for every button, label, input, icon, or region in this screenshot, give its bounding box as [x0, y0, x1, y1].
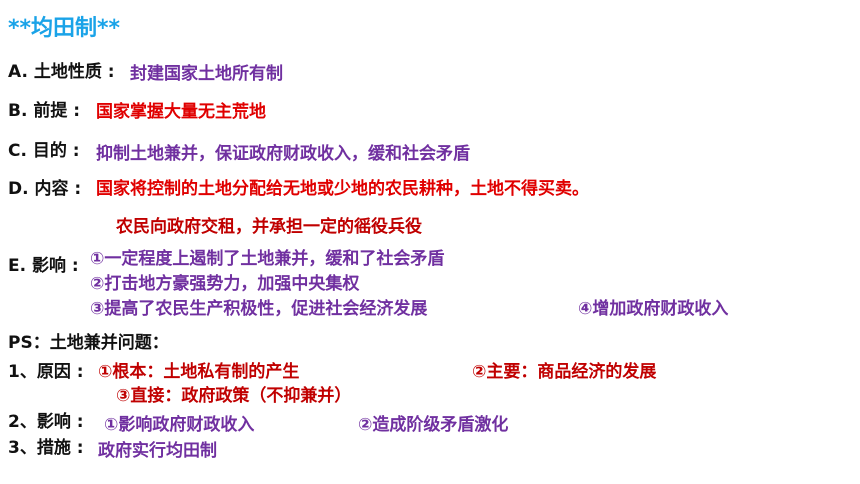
effect-item-4: ④增加政府财政收入 — [578, 299, 729, 319]
label-a: A. 土地性质 : — [8, 62, 115, 82]
label-c: C. 目的 : — [8, 141, 80, 161]
value-d: 国家将控制的土地分配给无地或少地的农民耕种，土地不得买卖。 — [96, 179, 589, 199]
label-measure: 3、措施 : — [8, 438, 84, 458]
cause-item-2: ②主要：商品经济的发展 — [472, 362, 657, 382]
value-b: 国家掌握大量无主荒地 — [96, 102, 266, 122]
label-effect: 2、影响 : — [8, 412, 84, 432]
label-cause: 1、原因 : — [8, 362, 84, 382]
label-d: D. 内容 : — [8, 179, 82, 199]
label-e: E. 影响 : — [8, 256, 79, 276]
effect-item-1: ①一定程度上遏制了土地兼并，缓和了社会矛盾 — [90, 249, 445, 269]
value-d-2: 农民向政府交租，并承担一定的徭役兵役 — [116, 217, 422, 237]
ps-effect-item-2: ②造成阶级矛盾激化 — [358, 415, 509, 435]
page-title: **均田制** — [8, 16, 121, 41]
ps-effect-item-1: ①影响政府财政收入 — [104, 415, 255, 435]
label-b: B. 前提 : — [8, 101, 81, 121]
value-c: 抑制土地兼并，保证政府财政收入，缓和社会矛盾 — [96, 144, 470, 164]
value-a: 封建国家土地所有制 — [130, 64, 283, 84]
effect-item-3: ③提高了农民生产积极性，促进社会经济发展 — [90, 299, 428, 319]
ps-heading: PS：土地兼并问题： — [8, 333, 169, 353]
measure-value: 政府实行均田制 — [98, 441, 217, 461]
cause-item-3: ③直接：政府政策（不抑兼并） — [116, 386, 352, 406]
effect-item-2: ②打击地方豪强势力，加强中央集权 — [90, 274, 360, 294]
cause-item-1: ①根本：土地私有制的产生 — [98, 362, 300, 382]
